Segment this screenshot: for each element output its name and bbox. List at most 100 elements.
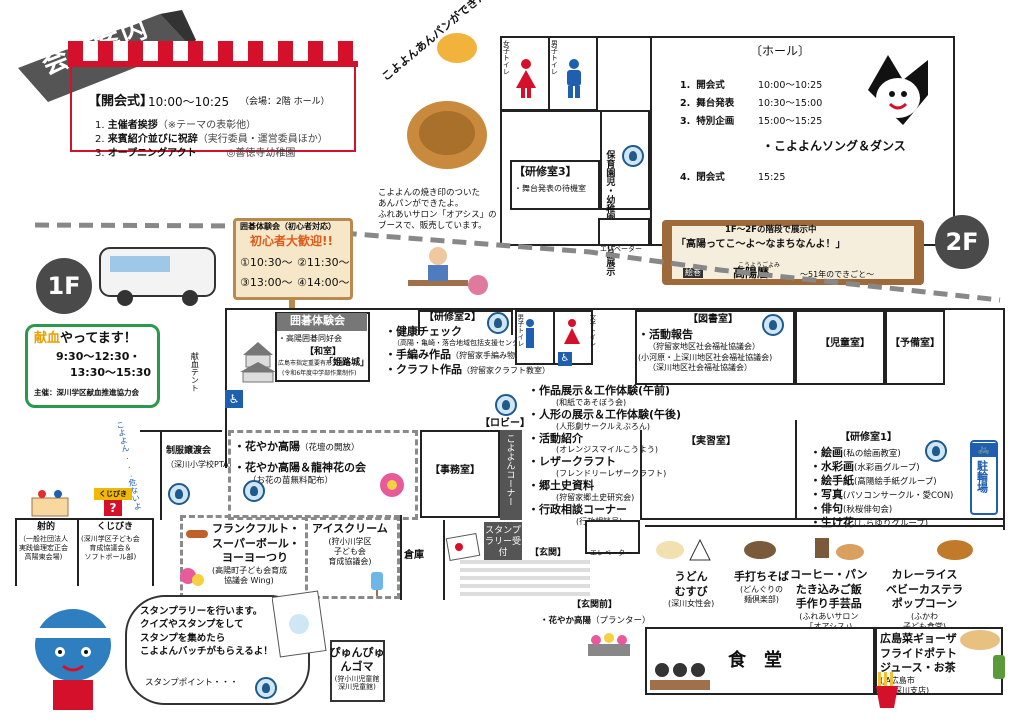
planter-icon [588, 633, 630, 656]
elevator-1f-label: エレベーター [590, 549, 632, 557]
wall [640, 518, 1005, 520]
craft-person-icon [408, 247, 488, 295]
stamp-point-icon [255, 677, 277, 699]
stamp-booth: スタンプラリー受付 [484, 522, 522, 560]
jido-room [795, 310, 885, 385]
kenshu3-note: ・舞台発表の待機室 [514, 184, 586, 193]
lobby-list: ・作品展示＆工作体験(午前) (和紙であそぼう会) ・人形の展示＆工作体験(午後… [528, 384, 682, 526]
koyoyon-character-icon [33, 609, 113, 710]
wheelchair-icon: ♿ [225, 390, 243, 408]
blood-line2: 13:30～15:30 [70, 366, 152, 379]
curtain-stripes [68, 41, 358, 61]
bike-parking-label: 駐輪場 [975, 460, 989, 493]
gyoza-icon [960, 630, 1005, 679]
opening-heading: 【開会式】 [88, 94, 154, 109]
kenshu2-list: ・健康チェック （高陽・亀崎・落合地域包括支援センター） ・手編み作品（狩留家手… [385, 325, 550, 376]
koyoyon-mascot-icon [868, 55, 928, 125]
wall [795, 420, 797, 520]
wall [443, 520, 445, 600]
shokudo-room [645, 627, 875, 695]
tosho-list: ・活動報告 （狩留家地区社会福祉協議会） (小河原・上深川地区社会福祉協議会) … [638, 328, 773, 373]
genkanmae-item: ・花やか高陽（プランター） [540, 616, 651, 626]
ice-cream-icon [371, 572, 383, 596]
genkan-name: 【玄関】 [530, 548, 567, 558]
washitsu-l3: (令和6年度中学部作業制作) [282, 370, 357, 377]
divider [305, 515, 311, 599]
women-toilet-1f-icon [564, 319, 580, 344]
hanayaka-list: ・花やか高陽（花壇の開放） ・花やか高陽＆龍神花の会 （お花の苗無料配布） [234, 440, 366, 486]
balloon-icon [437, 33, 477, 63]
elevator-2f-label: エレベーター [600, 245, 642, 253]
kujibiki-name: くじびき [97, 522, 134, 532]
bicycle-icon: 🚲 [972, 443, 996, 457]
hanayaka-area [228, 430, 418, 520]
curtain-rail [68, 61, 358, 67]
seifuku-name: 制服譲渡会 [166, 446, 212, 456]
igo-time-4: ④14:00～ [297, 276, 350, 289]
seifuku-org: （深川小学校PTA） [166, 460, 237, 469]
blood-org: 主催：深川学区献血推進協力会 [34, 388, 139, 397]
fries-icon [876, 672, 898, 708]
blood-box [25, 324, 160, 408]
kenshu3-name: 【研修室3】 [514, 165, 577, 178]
blood-title: 献血やってます！ [34, 331, 137, 346]
scroll-main: 「高陽ってこ～よ～なまちなんよ！」 [676, 239, 846, 250]
scroll-top: 1F～2Fの階段で展示中 [725, 225, 817, 235]
f1-top-wall [225, 308, 1005, 310]
washitsu-l2: 「姫路城」 [324, 358, 370, 368]
igo-sign-welcome: 初心者大歓迎!! [250, 234, 333, 248]
hall-wall [650, 36, 652, 246]
shateki-name: 射的 [37, 522, 56, 532]
scroll-paper [672, 226, 914, 279]
women-toilet-icon [516, 59, 536, 98]
igo-room-org: ・高陽囲碁同好会 [278, 334, 342, 343]
kenshu2-name: 【研修室2】 [424, 312, 481, 323]
tosho-name: 【図書室】 [688, 314, 738, 325]
opening-place: （会場：2階 ホール） [240, 97, 330, 107]
igo-time-1: ①10:30～ [240, 256, 293, 269]
stamp-point-icon [168, 483, 190, 505]
kujibiki-org: (深川学区子ども会育成協議会＆ソフトボール部) [81, 535, 140, 562]
kenshu1-list: ・絵画(私の絵画教室) ・水彩画(水彩画グループ) ・絵手紙(高陽絵手紙グループ… [810, 446, 954, 530]
wall [15, 518, 77, 520]
wall [140, 430, 222, 432]
kenshu1-name: 【研修室1】 [840, 432, 897, 443]
wall [77, 518, 154, 520]
diners-icon [650, 663, 710, 690]
wall [15, 518, 17, 586]
lobby-name: 【ロビー】 [480, 418, 530, 429]
kenshu3-room [510, 160, 600, 210]
stamp-point-icon [762, 314, 784, 336]
sausage-icon [186, 530, 208, 538]
food-soba: 手打ちそば(どんぐりの麺倶楽部) [734, 570, 789, 605]
wall [160, 430, 162, 520]
igo-time-3: ③13:00～ [240, 276, 293, 289]
ice-list: アイスクリーム (狩小川学区子ども会育成協議会) [312, 522, 388, 567]
stamp-point-icon [925, 440, 947, 462]
koyoyon-corner-label: こよよんコーナー [504, 434, 515, 506]
toilet-men-1f [515, 310, 555, 365]
jimu-room [420, 430, 500, 518]
anpan-desc: こよよんの焼き印のついたあんパンができたよ。ふれあいサロン「オアシス」のブースで… [378, 188, 497, 232]
scroll-left: 絵巻 [683, 268, 703, 278]
washitsu-l1: 広島市指定重要有形文化財 [278, 360, 351, 367]
floor-2f-badge: 2F [935, 215, 989, 269]
igo-sign-title: 囲碁体験会（初心者対応） [240, 222, 336, 231]
frank-list: フランクフルト・スーパーボール・ヨーヨーつり (高陽町子ども会育成協議会 Win… [212, 522, 300, 586]
koyoyon-corner-bar [500, 430, 522, 520]
toilet-women-1f-label: 女子トイレ [587, 314, 596, 347]
question-box-icon: ? [104, 500, 122, 516]
elevator-1f [585, 520, 640, 554]
opening-item-1: 1. 主催者挨拶（※テーマの表彰他） [95, 120, 257, 131]
toilet-men-1f-label: 男子トイレ [515, 314, 524, 347]
sign-post [289, 300, 295, 310]
igo-sign [233, 218, 353, 300]
bus-icon [99, 247, 216, 306]
yoyo-balloon-icon [180, 568, 204, 586]
shokudo-name: 食 堂 [728, 650, 782, 671]
opening-item-2: 2. 来賓紹介並びに祝辞（実行委員・運営委員ほか） [95, 134, 328, 145]
